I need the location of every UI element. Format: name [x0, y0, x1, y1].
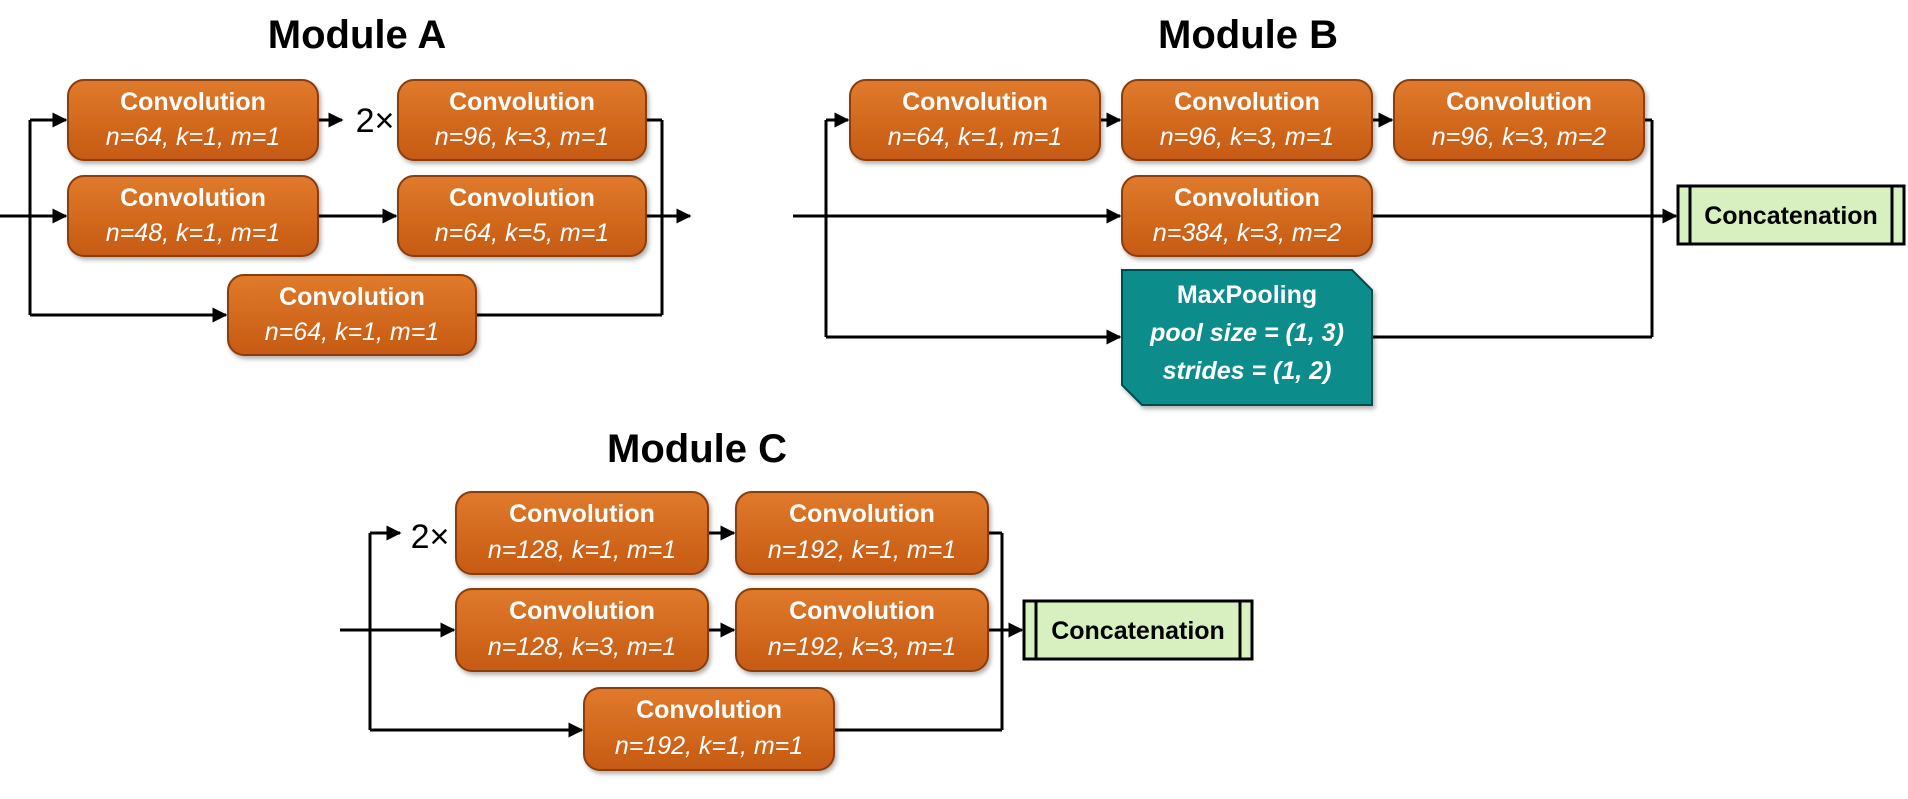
conv-params: n=192, k=1, m=1	[615, 732, 803, 760]
module-b-connectors	[793, 112, 1678, 345]
module-c-connectors	[340, 525, 1024, 738]
module-b: Module B Convolution n=64, k=1, m=1 Conv…	[793, 13, 1906, 406]
module-c-conv-2: Convolution n=192, k=1, m=1	[735, 491, 989, 575]
module-a-conv-2: Convolution n=96, k=3, m=1	[397, 79, 647, 161]
module-c-conv-5: Convolution n=192, k=1, m=1	[583, 687, 835, 771]
conv-label: Convolution	[279, 283, 425, 311]
module-c-conv-1: Convolution n=128, k=1, m=1	[455, 491, 709, 575]
conv-label: Convolution	[509, 597, 655, 625]
module-a-conv-5: Convolution n=64, k=1, m=1	[227, 274, 477, 356]
module-b-conv-3: Convolution n=96, k=3, m=2	[1393, 79, 1645, 161]
maxpooling-pool-size: pool size = (1, 3)	[1149, 319, 1344, 347]
conv-params: n=96, k=3, m=1	[435, 123, 609, 151]
module-b-conv-4: Convolution n=384, k=3, m=2	[1121, 175, 1373, 257]
conv-params: n=128, k=1, m=1	[488, 536, 676, 564]
conv-label: Convolution	[1446, 88, 1592, 116]
conv-params: n=192, k=1, m=1	[768, 536, 956, 564]
module-a: Module A 2× Convolution n=64, k=1, m=1 C…	[0, 13, 692, 356]
module-a-conv-4: Convolution n=64, k=5, m=1	[397, 175, 647, 257]
maxpooling-label: MaxPooling	[1177, 281, 1317, 309]
module-c-concatenation: Concatenation	[1022, 599, 1254, 661]
module-b-maxpooling: MaxPooling pool size = (1, 3) strides = …	[1121, 269, 1373, 406]
conv-label: Convolution	[789, 597, 935, 625]
conv-params: n=96, k=3, m=2	[1432, 123, 1607, 151]
conv-params: n=96, k=3, m=1	[1160, 123, 1334, 151]
module-c-repeat-label: 2×	[411, 518, 450, 556]
conv-label: Convolution	[120, 88, 266, 116]
conv-label: Convolution	[789, 500, 935, 528]
module-c-conv-3: Convolution n=128, k=3, m=1	[455, 588, 709, 672]
conv-params: n=64, k=1, m=1	[265, 318, 439, 346]
module-b-conv-2: Convolution n=96, k=3, m=1	[1121, 79, 1373, 161]
conv-label: Convolution	[120, 184, 266, 212]
module-b-conv-1: Convolution n=64, k=1, m=1	[849, 79, 1101, 161]
module-a-title: Module A	[268, 13, 447, 57]
conv-label: Convolution	[509, 500, 655, 528]
module-b-title: Module B	[1158, 13, 1338, 57]
conv-params: n=192, k=3, m=1	[768, 633, 956, 661]
module-a-connectors	[0, 112, 692, 323]
module-c-title: Module C	[607, 427, 787, 471]
conv-label: Convolution	[449, 184, 595, 212]
module-a-repeat-label: 2×	[356, 102, 395, 140]
module-c: Module C 2× Convolution n=128, k=1, m=1 …	[340, 427, 1254, 771]
concatenation-label: Concatenation	[1051, 617, 1225, 645]
conv-params: n=48, k=1, m=1	[106, 219, 280, 247]
conv-label: Convolution	[636, 696, 782, 724]
conv-params: n=64, k=1, m=1	[888, 123, 1062, 151]
module-a-conv-1: Convolution n=64, k=1, m=1	[67, 79, 319, 161]
concatenation-label: Concatenation	[1704, 202, 1878, 230]
conv-label: Convolution	[449, 88, 595, 116]
conv-params: n=128, k=3, m=1	[488, 633, 676, 661]
conv-params: n=64, k=5, m=1	[435, 219, 609, 247]
conv-params: n=384, k=3, m=2	[1153, 219, 1341, 247]
conv-label: Convolution	[1174, 88, 1320, 116]
conv-label: Convolution	[1174, 184, 1320, 212]
conv-params: n=64, k=1, m=1	[106, 123, 280, 151]
module-b-concatenation: Concatenation	[1676, 184, 1906, 246]
module-a-conv-3: Convolution n=48, k=1, m=1	[67, 175, 319, 257]
conv-label: Convolution	[902, 88, 1048, 116]
module-c-conv-4: Convolution n=192, k=3, m=1	[735, 588, 989, 672]
maxpooling-strides: strides = (1, 2)	[1163, 357, 1332, 385]
